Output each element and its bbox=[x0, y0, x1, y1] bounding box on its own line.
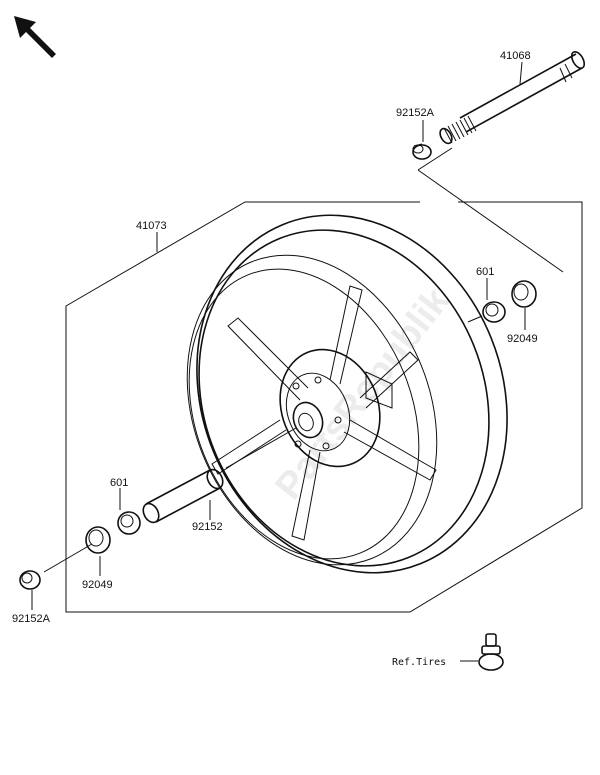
bearing-right bbox=[482, 301, 506, 323]
leader-axle bbox=[519, 61, 523, 85]
seal-left bbox=[85, 526, 111, 554]
label-collar-top: 92152A bbox=[396, 107, 435, 119]
axis-line-hub bbox=[225, 427, 297, 469]
label-ref-tires: Ref.Tires bbox=[392, 657, 446, 668]
axis-line-bottom bbox=[43, 543, 93, 573]
valve-icon bbox=[478, 633, 504, 671]
label-axle: 41068 bbox=[500, 50, 531, 62]
label-seal-left: 92049 bbox=[82, 579, 113, 591]
collar-top bbox=[412, 143, 432, 160]
label-collar-bottom: 92152A bbox=[12, 613, 51, 625]
label-bearing-left: 601 bbox=[110, 477, 128, 489]
label-wheel: 41073 bbox=[136, 220, 167, 232]
axle-41068 bbox=[439, 51, 586, 145]
watermark: PartsRepublik bbox=[268, 280, 459, 508]
axis-line-right bbox=[467, 315, 483, 323]
seal-right bbox=[511, 280, 537, 308]
label-seal-right: 92049 bbox=[507, 333, 538, 345]
bearing-left bbox=[117, 511, 141, 535]
arrow-up-left-icon bbox=[14, 16, 56, 58]
assembly-frame bbox=[65, 147, 583, 613]
label-bearing-right: 601 bbox=[476, 266, 494, 278]
spacer-tube bbox=[142, 468, 224, 524]
collar-bottom bbox=[19, 570, 41, 590]
wheel-rim bbox=[186, 214, 508, 574]
label-spacer: 92152 bbox=[192, 521, 223, 533]
